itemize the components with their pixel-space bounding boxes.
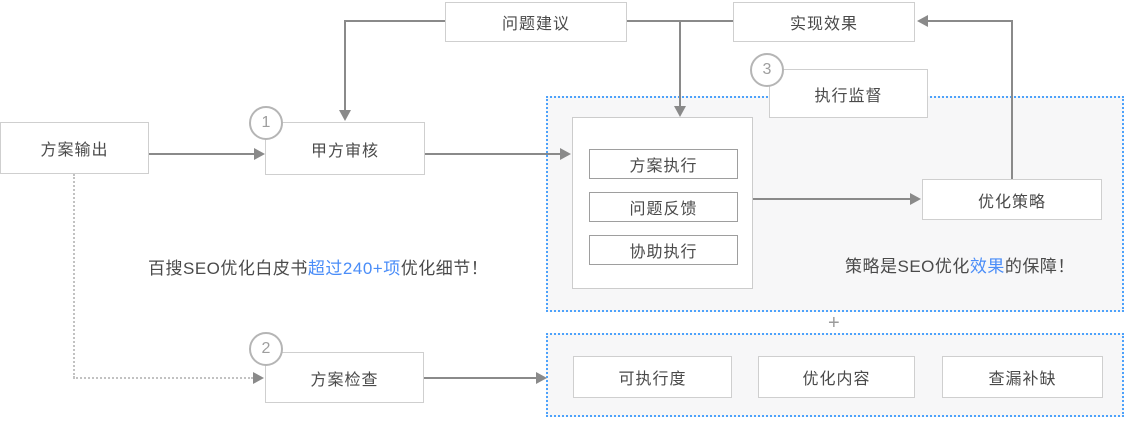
connector-suggestion-elbow-v (344, 20, 346, 110)
node-execution-supervision: 执行监督 (769, 69, 928, 118)
node-executability: 可执行度 (573, 356, 732, 398)
node-gap-filling-label: 查漏补缺 (988, 371, 1057, 388)
arrowhead-into-strategy (910, 193, 921, 205)
connector-review-to-execution (425, 153, 560, 155)
whitepaper-note-pre: 百搜SEO优化白皮书 (148, 259, 308, 278)
node-party-a-review-label: 甲方审核 (310, 142, 379, 160)
node-gap-filling: 查漏补缺 (942, 356, 1103, 398)
node-plan-check-label: 方案检查 (310, 371, 379, 389)
node-optimization-strategy-label: 优化策略 (977, 193, 1046, 211)
arrowhead-into-review-top (339, 110, 351, 121)
dotted-connector-to-check (73, 377, 253, 379)
node-plan-check: 方案检查 (265, 352, 424, 403)
arrowhead-into-check-region (536, 372, 547, 384)
node-optimization-content-label: 优化内容 (802, 371, 871, 388)
step-badge-1: 1 (249, 106, 283, 140)
node-party-a-review: 甲方审核 (265, 122, 425, 175)
node-assist-execution: 协助执行 (589, 235, 738, 265)
node-plan-output: 方案输出 (0, 122, 149, 174)
connector-output-to-review (148, 153, 254, 155)
step-badge-2-number: 2 (261, 340, 271, 357)
step-badge-3: 3 (750, 53, 784, 87)
strategy-note-post: 的保障！ (1004, 257, 1075, 276)
connector-check-to-region (424, 377, 536, 379)
step-badge-1-number: 1 (261, 114, 271, 131)
arrowhead-into-effect (917, 15, 928, 27)
node-achieve-effect: 实现效果 (733, 2, 915, 42)
node-assist-execution-label: 协助执行 (629, 244, 698, 261)
node-optimization-content: 优化内容 (758, 356, 915, 398)
connector-suggestion-elbow-h (345, 20, 445, 22)
whitepaper-note-highlight: 超过240+项 (307, 259, 401, 278)
plus-icon: + (828, 312, 840, 334)
connector-strategy-up (1011, 21, 1013, 179)
execution-steps-container: 方案执行 问题反馈 协助执行 (572, 117, 753, 289)
node-achieve-effect-label: 实现效果 (789, 16, 858, 33)
arrowhead-into-review (254, 148, 265, 160)
node-executability-label: 可执行度 (618, 371, 687, 388)
arrowhead-into-container (674, 106, 686, 117)
connector-branch-down (679, 20, 681, 106)
node-execution-supervision-label: 执行监督 (814, 87, 883, 105)
node-problem-feedback: 问题反馈 (589, 192, 738, 222)
step-badge-2: 2 (249, 332, 283, 366)
connector-feedback-to-strategy (753, 198, 910, 200)
connector-strategy-to-effect (928, 20, 1013, 22)
step-badge-3-number: 3 (762, 61, 772, 78)
whitepaper-note-post: 优化细节！ (400, 259, 489, 278)
arrowhead-into-check (253, 372, 264, 384)
node-plan-execution: 方案执行 (589, 149, 738, 179)
strategy-note-pre: 策略是SEO优化 (845, 257, 970, 276)
strategy-note-highlight: 效果 (969, 257, 1005, 276)
node-problem-suggestion-label: 问题建议 (501, 16, 570, 33)
node-optimization-strategy: 优化策略 (922, 179, 1102, 220)
node-plan-execution-label: 方案执行 (629, 158, 698, 175)
arrowhead-into-execution-container (560, 148, 571, 160)
node-problem-suggestion: 问题建议 (445, 2, 627, 42)
strategy-note: 策略是SEO优化效果的保障！ (845, 252, 1075, 277)
dotted-connector-output-down (73, 174, 75, 378)
node-plan-output-label: 方案输出 (40, 142, 109, 159)
whitepaper-note: 百搜SEO优化白皮书超过240+项优化细节！ (148, 254, 488, 279)
node-problem-feedback-label: 问题反馈 (629, 201, 698, 218)
